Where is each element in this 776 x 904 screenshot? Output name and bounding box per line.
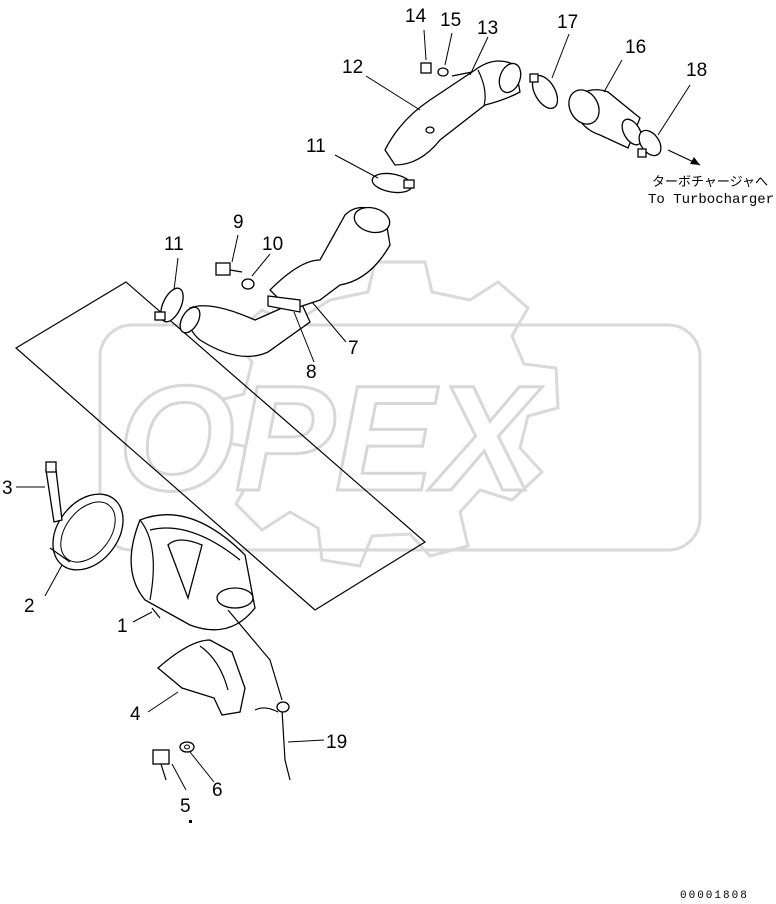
callout-3: 3 [2, 478, 13, 499]
callout-19: 19 [326, 732, 347, 753]
bolt [152, 749, 170, 781]
callout-16: 16 [625, 37, 646, 58]
callout-6: 6 [212, 780, 223, 801]
hose-clamp-18 [637, 129, 662, 158]
dot-mark [189, 820, 192, 823]
callout-labels: 1 2 3 4 5 6 7 8 9 10 11 11 12 13 14 15 1… [2, 6, 707, 817]
callout-8: 8 [306, 362, 317, 383]
callout-2: 2 [24, 596, 35, 617]
callout-18: 18 [686, 60, 707, 81]
leader-lines [16, 29, 691, 791]
callout-13: 13 [477, 18, 498, 39]
intake-pipe [269, 206, 391, 311]
pipe-bolt [451, 71, 473, 77]
air-cleaner [130, 514, 256, 631]
callout-7: 7 [348, 338, 359, 359]
hose-clamp-17 [529, 73, 559, 110]
document-number: 00001808 [680, 890, 749, 902]
bracket [156, 639, 246, 716]
watermark-panel [98, 323, 702, 552]
callout-5: 5 [180, 796, 191, 817]
callout-9: 9 [233, 212, 244, 233]
callout-11-lower: 11 [164, 234, 184, 255]
pipe-nut [420, 62, 432, 74]
turbocharger-arrow [667, 149, 701, 166]
note-english: To Turbocharger [648, 192, 774, 208]
pipe-washer [437, 67, 449, 77]
mounting-plane [14, 281, 427, 611]
connector-hose [568, 89, 643, 149]
callout-11-upper: 11 [306, 136, 326, 157]
watermark-text: OPEX [118, 354, 543, 522]
washer [179, 741, 195, 753]
callout-1: 1 [117, 616, 128, 637]
watermark: OPEX [98, 260, 702, 568]
callout-15: 15 [440, 10, 461, 31]
dust-indicator [227, 609, 291, 781]
callout-14: 14 [405, 6, 427, 27]
callout-4: 4 [130, 704, 141, 725]
clamp-washer [241, 278, 255, 290]
hose-clamp-upper [371, 172, 415, 194]
pipe-band-clamp [267, 295, 301, 313]
hose-clamp-lower [154, 287, 184, 323]
clamp-bolt [215, 262, 243, 276]
note-japanese: ターボチャージャへ [652, 175, 768, 190]
inlet-elbow [179, 299, 311, 358]
callout-17: 17 [557, 12, 578, 33]
band-bolt [45, 461, 63, 523]
callout-10: 10 [262, 234, 283, 255]
callout-12: 12 [342, 57, 363, 78]
upper-pipe [384, 60, 522, 166]
